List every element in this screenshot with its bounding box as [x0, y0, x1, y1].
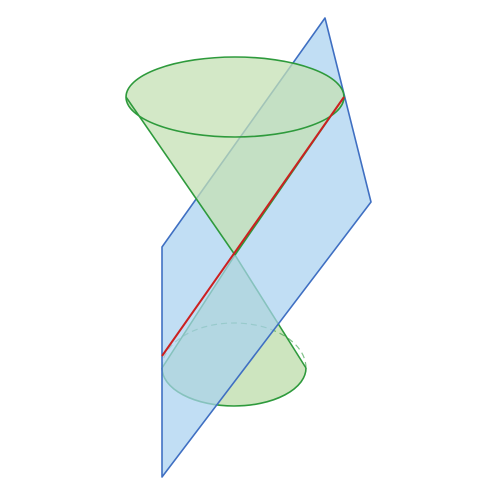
- upper-cone-rim: [125, 56, 345, 138]
- intersection-line: [161, 96, 345, 357]
- upper-cone-body: [126, 97, 344, 255]
- upper-cone-edge-left: [125, 96, 236, 256]
